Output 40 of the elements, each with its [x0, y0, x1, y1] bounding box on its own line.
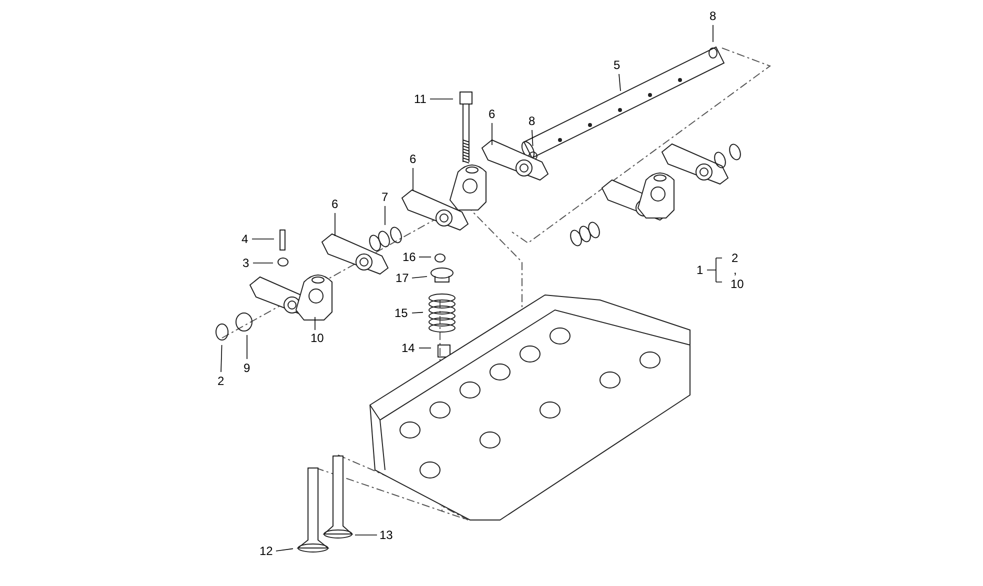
callout-number: 17 — [396, 271, 409, 285]
callout-number: 8 — [710, 9, 716, 23]
callout-number: 3 — [242, 256, 250, 270]
leader-line — [384, 206, 386, 226]
leader-line — [252, 238, 274, 240]
part-range-text: 10 — [730, 277, 744, 291]
part-range-text: 2 — [732, 251, 738, 265]
callout-number: 16 — [402, 250, 416, 264]
callout-number: 1 — [696, 263, 704, 277]
leader-line — [418, 256, 432, 258]
leader-line — [220, 344, 222, 372]
leader-line — [430, 98, 454, 100]
callout-number: 9 — [244, 361, 250, 375]
leader-line — [412, 312, 424, 314]
leader-line — [532, 130, 534, 146]
callout-number: 6 — [332, 197, 338, 211]
callout-number: 13 — [380, 528, 393, 542]
callout-number: 7 — [382, 190, 388, 204]
leader-line — [412, 168, 414, 192]
leader-line — [712, 24, 714, 42]
callout-number: 4 — [242, 232, 248, 246]
leader-line — [334, 212, 336, 236]
callout-number: 8 — [528, 114, 536, 128]
leader-line — [354, 534, 378, 536]
leader-line — [252, 262, 274, 264]
callout-number: 15 — [394, 306, 408, 320]
leader-line — [412, 276, 428, 278]
part-range-text: , — [734, 263, 737, 277]
callout-number: 5 — [614, 58, 620, 72]
leader-line — [618, 74, 621, 92]
callout-number: 11 — [414, 92, 426, 106]
leader-line — [314, 316, 316, 330]
callout-number: 2 — [218, 374, 224, 388]
leader-line — [276, 548, 294, 552]
callout-number: 10 — [310, 331, 324, 345]
callout-number: 6 — [410, 152, 416, 166]
callout-number: 14 — [402, 341, 415, 355]
callout-number: 12 — [260, 544, 273, 558]
leader-line — [246, 334, 248, 360]
callout-number: 6 — [488, 107, 496, 121]
